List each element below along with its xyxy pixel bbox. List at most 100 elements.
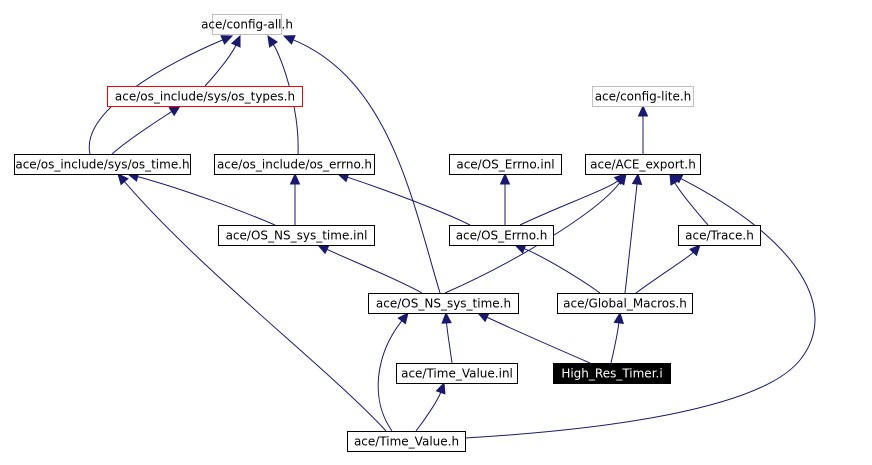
edge-line (624, 183, 638, 294)
edge-High_Res_Timer-to-Global_Macros (610, 311, 625, 364)
arrowhead-icon (441, 311, 452, 324)
node-label: ace/OS_Errno.inl (456, 158, 554, 172)
node-os_time[interactable]: ace/os_include/sys/os_time.h (14, 154, 191, 175)
node-box (14, 154, 191, 175)
node-config_lite[interactable]: ace/config-lite.h (592, 86, 694, 107)
node-label: ace/ACE_export.h (590, 158, 696, 172)
node-box (557, 293, 693, 314)
node-os_types[interactable]: ace/os_include/sys/os_types.h (107, 86, 303, 107)
edge-line (446, 322, 453, 364)
edge-line (464, 178, 816, 439)
node-box (214, 154, 375, 175)
edge-OS_Errno_h-to-os_errno (336, 172, 471, 226)
node-box (396, 363, 518, 384)
edge-OS_Errno_h-to-OS_Errno_inl (499, 172, 511, 225)
node-label: ace/os_include/os_errno.h (217, 158, 372, 172)
arrowhead-icon (499, 172, 511, 185)
node-box (218, 225, 375, 246)
edge-line (415, 392, 442, 432)
node-config_all[interactable]: ace/config-all.h (201, 14, 293, 35)
edge-line (519, 180, 619, 226)
arrowhead-icon (220, 35, 234, 45)
arrowhead-icon (689, 244, 701, 257)
node-box (347, 431, 466, 452)
node-Global_Macros[interactable]: ace/Global_Macros.h (557, 293, 693, 314)
edge-ACE_export-to-config_lite (637, 104, 649, 154)
edge-line (204, 44, 237, 87)
edge-line (293, 39, 441, 294)
edge-os_time-to-os_types (111, 105, 182, 155)
node-box (592, 86, 694, 107)
arrowhead-icon (267, 34, 279, 48)
nodes-layer: ace/config-all.h ace/os_include/sys/os_ty… (14, 14, 761, 452)
edge-os_types-to-config_all (204, 34, 241, 87)
arrowhead-icon (282, 35, 296, 45)
edge-line (111, 111, 172, 155)
node-box (449, 225, 554, 246)
node-High_Res_Timer[interactable]: High_Res_Timer.i (553, 363, 671, 384)
node-Trace[interactable]: ace/Trace.h (678, 225, 761, 246)
node-label: ace/config-all.h (201, 18, 293, 32)
edge-line (674, 182, 709, 226)
node-box (449, 154, 562, 175)
node-Time_Value_h[interactable]: ace/Time_Value.h (347, 431, 466, 452)
edge-Global_Macros-to-OS_Errno_h (513, 244, 601, 294)
arrowhead-icon (117, 173, 129, 186)
edge-OS_NS_sys_time_h-to-config_all (282, 35, 441, 294)
node-label: ace/Trace.h (685, 229, 754, 243)
arrowhead-icon (615, 173, 627, 186)
edges-layer (88, 34, 816, 439)
edge-OS_NS_sys_time_inl-to-os_time (126, 171, 276, 226)
edge-line (610, 322, 620, 364)
node-label: High_Res_Timer.i (561, 367, 662, 381)
edge-line (124, 181, 387, 432)
node-box (553, 363, 671, 384)
arrowhead-icon (637, 104, 649, 117)
edge-Time_Value_h-to-OS_NS_sys_time_h (377, 312, 409, 432)
edge-line (326, 248, 423, 294)
arrowhead-icon (289, 172, 301, 185)
node-box (678, 225, 761, 246)
node-label: ace/Global_Macros.h (563, 297, 687, 311)
edge-line (635, 251, 694, 294)
node-label: ace/OS_NS_sys_time.inl (226, 229, 368, 243)
edge-Global_Macros-to-Trace (635, 244, 701, 294)
node-OS_Errno_inl[interactable]: ace/OS_Errno.inl (449, 154, 562, 175)
node-label: ace/config-lite.h (595, 90, 692, 104)
arrowhead-icon (397, 312, 409, 325)
node-os_errno[interactable]: ace/os_include/os_errno.h (214, 154, 375, 175)
node-box (368, 293, 519, 314)
node-OS_Errno_h[interactable]: ace/OS_Errno.h (449, 225, 554, 246)
edge-Time_Value_h-to-os_time (117, 173, 387, 432)
node-OS_NS_sys_time_h[interactable]: ace/OS_NS_sys_time.h (368, 293, 519, 314)
edge-OS_NS_sys_time_inl-to-os_errno (289, 172, 301, 225)
edge-line (137, 176, 276, 226)
node-label: ace/OS_NS_sys_time.h (376, 297, 511, 311)
node-Time_Value_inl[interactable]: ace/Time_Value.inl (396, 363, 518, 384)
node-label: ace/Time_Value.h (354, 435, 459, 449)
edge-line (524, 248, 601, 294)
node-box (585, 154, 701, 175)
node-OS_NS_sys_time_inl[interactable]: ace/OS_NS_sys_time.inl (218, 225, 375, 246)
node-ACE_export[interactable]: ace/ACE_export.h (585, 154, 701, 175)
edge-Time_Value_inl-to-OS_NS_sys_time_h (441, 311, 453, 364)
edge-High_Res_Timer-to-OS_NS_sys_time_h (476, 312, 591, 364)
edge-line (486, 316, 591, 364)
node-box (212, 14, 282, 35)
node-box (107, 86, 303, 107)
edge-OS_Errno_h-to-ACE_export (519, 173, 626, 226)
edge-line (377, 320, 403, 432)
arrowhead-icon (316, 244, 330, 255)
edge-OS_NS_sys_time_h-to-OS_NS_sys_time_inl (316, 244, 423, 294)
edge-line (347, 176, 471, 226)
arrowhead-icon (476, 312, 490, 323)
edge-Global_Macros-to-ACE_export (624, 172, 643, 294)
arrowhead-icon (435, 381, 446, 395)
arrowhead-icon (631, 172, 643, 185)
arrowhead-icon (168, 105, 182, 117)
node-label: ace/Time_Value.inl (401, 367, 513, 381)
edge-Trace-to-ACE_export (669, 172, 709, 226)
node-label: ace/os_include/sys/os_types.h (115, 90, 295, 104)
arrowhead-icon (613, 311, 625, 325)
